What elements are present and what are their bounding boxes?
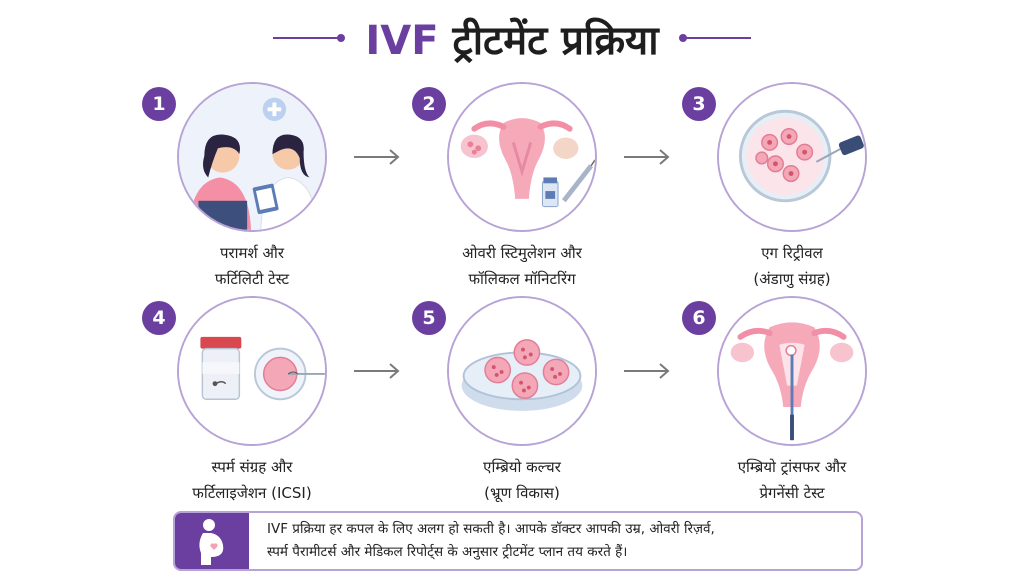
info-note: IVF प्रक्रिया हर कपल के लिए अलग हो सकती … <box>173 511 863 571</box>
step-4-number: 4 <box>142 301 176 335</box>
step-1: 1 परामर्श और फर्टिलिटी टेस्ट <box>132 82 372 297</box>
page-title: IVF ट्रीटमेंट प्रक्रिया <box>365 11 658 66</box>
step-4: 4 स्पर्म संग्रह और फर्टिलाइजेशन (ICSI) <box>132 296 372 511</box>
arrow-right-icon <box>622 147 672 167</box>
step-3-label: एग रिट्रीवल (अंडाणु संग्रह) <box>672 240 912 292</box>
title-prefix: IVF <box>365 17 439 64</box>
pregnant-woman-icon <box>199 519 224 565</box>
title-main: ट्रीटमेंट प्रक्रिया <box>452 17 659 64</box>
step-5: 5 एम्ब्रियो कल्चर (भ्रूण विकास) <box>402 296 642 511</box>
step-3-label-line2: (अंडाणु संग्रह) <box>753 270 831 288</box>
arrow-right-icon <box>352 361 402 381</box>
step-6: 6 एम्ब्रियो ट्रांसफर और प्रेगनेंसी टेस्ट <box>672 296 912 511</box>
step-6-illustration <box>717 296 867 446</box>
embryo-culture-icon <box>449 298 595 444</box>
step-1-label-line2: फर्टिलिटी टेस्ट <box>214 270 290 288</box>
step-6-number: 6 <box>682 301 716 335</box>
step-2-number: 2 <box>412 87 446 121</box>
step-6-label: एम्ब्रियो ट्रांसफर और प्रेगनेंसी टेस्ट <box>672 454 912 506</box>
step-4-label-line2: फर्टिलाइजेशन (ICSI) <box>192 484 312 502</box>
step-4-illustration <box>177 296 327 446</box>
note-text: IVF प्रक्रिया हर कपल के लिए अलग हो सकती … <box>267 518 857 564</box>
note-icon-box <box>175 513 249 569</box>
step-1-label: परामर्श और फर्टिलिटी टेस्ट <box>132 240 372 292</box>
step-2-label-line2: फॉलिकल मॉनिटरिंग <box>468 270 576 288</box>
step-1-illustration <box>177 82 327 232</box>
arrow-right-icon <box>352 147 402 167</box>
title-divider-left <box>273 34 346 42</box>
step-5-illustration <box>447 296 597 446</box>
step-3-number: 3 <box>682 87 716 121</box>
step-5-label: एम्ब्रियो कल्चर (भ्रूण विकास) <box>402 454 642 506</box>
step-4-label-line1: स्पर्म संग्रह और <box>211 458 293 476</box>
step-2-label: ओवरी स्टिमुलेशन और फॉलिकल मॉनिटरिंग <box>402 240 642 292</box>
step-1-label-line1: परामर्श और <box>220 244 284 262</box>
step-5-label-line2: (भ्रूण विकास) <box>484 484 560 502</box>
step-3: 3 एग रिट्रीवल (अंडाणु संग्रह) <box>672 82 912 297</box>
note-line1: IVF प्रक्रिया हर कपल के लिए अलग हो सकती … <box>267 521 715 537</box>
consultation-icon <box>179 84 325 230</box>
arrow-right-icon <box>622 361 672 381</box>
step-2-illustration <box>447 82 597 232</box>
step-2-label-line1: ओवरी स्टिमुलेशन और <box>462 244 582 262</box>
icsi-icon <box>179 298 325 444</box>
title-divider-right <box>678 34 751 42</box>
note-line2: स्पर्म पैरामीटर्स और मेडिकल रिपोर्ट्स के… <box>267 544 628 560</box>
embryo-transfer-icon <box>719 298 865 444</box>
title-row: IVF ट्रीटमेंट प्रक्रिया <box>0 8 1024 68</box>
egg-retrieval-icon <box>719 84 865 230</box>
ovary-stimulation-icon <box>449 84 595 230</box>
step-6-label-line2: प्रेगनेंसी टेस्ट <box>759 484 825 502</box>
step-4-label: स्पर्म संग्रह और फर्टिलाइजेशन (ICSI) <box>132 454 372 506</box>
step-1-number: 1 <box>142 87 176 121</box>
step-2: 2 ओवरी स्टिमुलेशन और फॉलिकल मॉनिटरिंग <box>402 82 642 297</box>
step-6-label-line1: एम्ब्रियो ट्रांसफर और <box>737 458 847 476</box>
step-3-illustration <box>717 82 867 232</box>
step-3-label-line1: एग रिट्रीवल <box>761 244 823 262</box>
step-5-label-line1: एम्ब्रियो कल्चर <box>483 458 561 476</box>
step-5-number: 5 <box>412 301 446 335</box>
